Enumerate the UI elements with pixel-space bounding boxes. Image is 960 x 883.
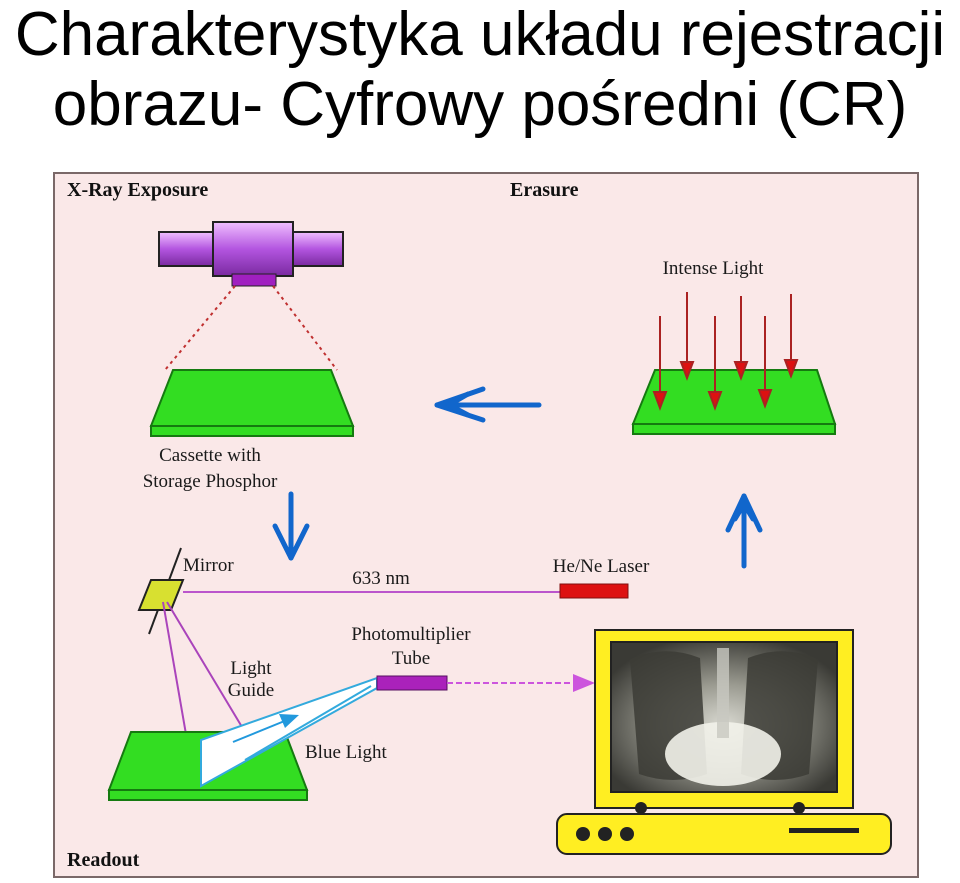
intense-light-arrows [652,292,799,411]
title-line-1: Charakterystyka układu rejestracji [14,0,946,69]
mirror-label: Mirror [183,555,234,576]
section-readout: Readout [67,849,140,871]
flow-arrow-left [434,386,542,423]
laser-icon [559,583,629,599]
monitor-icon [556,629,892,855]
title-line-2: obrazu- Cyfrowy pośredni (CR) [52,70,908,139]
pmt-label-line-1: Photomultiplier [351,624,471,645]
cassette-plate [149,369,355,437]
cassette-label-line-2: Storage Phosphor [143,471,278,492]
laser-label: He/Ne Laser [553,556,650,577]
light-guide-label-line-2: Guide [228,680,274,701]
photomultiplier-tube-icon [376,675,448,691]
flow-arrow-down [272,491,310,561]
signal-arrow [447,674,595,692]
xray-image [630,648,818,786]
blue-light-label: Blue Light [305,742,388,763]
mirror-icon [137,547,185,635]
cr-system-diagram: X-Ray Exposure Erasure Readout Cassette … [53,172,919,878]
section-erasure: Erasure [510,179,579,201]
xray-beam [164,285,338,371]
xray-tube-icon [158,221,344,287]
erasure-plate [631,369,837,435]
section-xray-exposure: X-Ray Exposure [67,179,208,201]
pmt-label-line-2: Tube [392,648,430,669]
slide-title: Charakterystyka układu rejestracji obraz… [0,0,960,140]
blue-light-arrow [232,714,299,743]
wavelength-label: 633 nm [352,568,410,589]
flow-arrow-up [725,493,763,569]
cassette-label-line-1: Cassette with [159,445,261,466]
light-guide-label-line-1: Light [230,658,272,679]
intense-light-label: Intense Light [663,258,765,279]
diagram-canvas: X-Ray Exposure Erasure Readout Cassette … [67,179,892,871]
